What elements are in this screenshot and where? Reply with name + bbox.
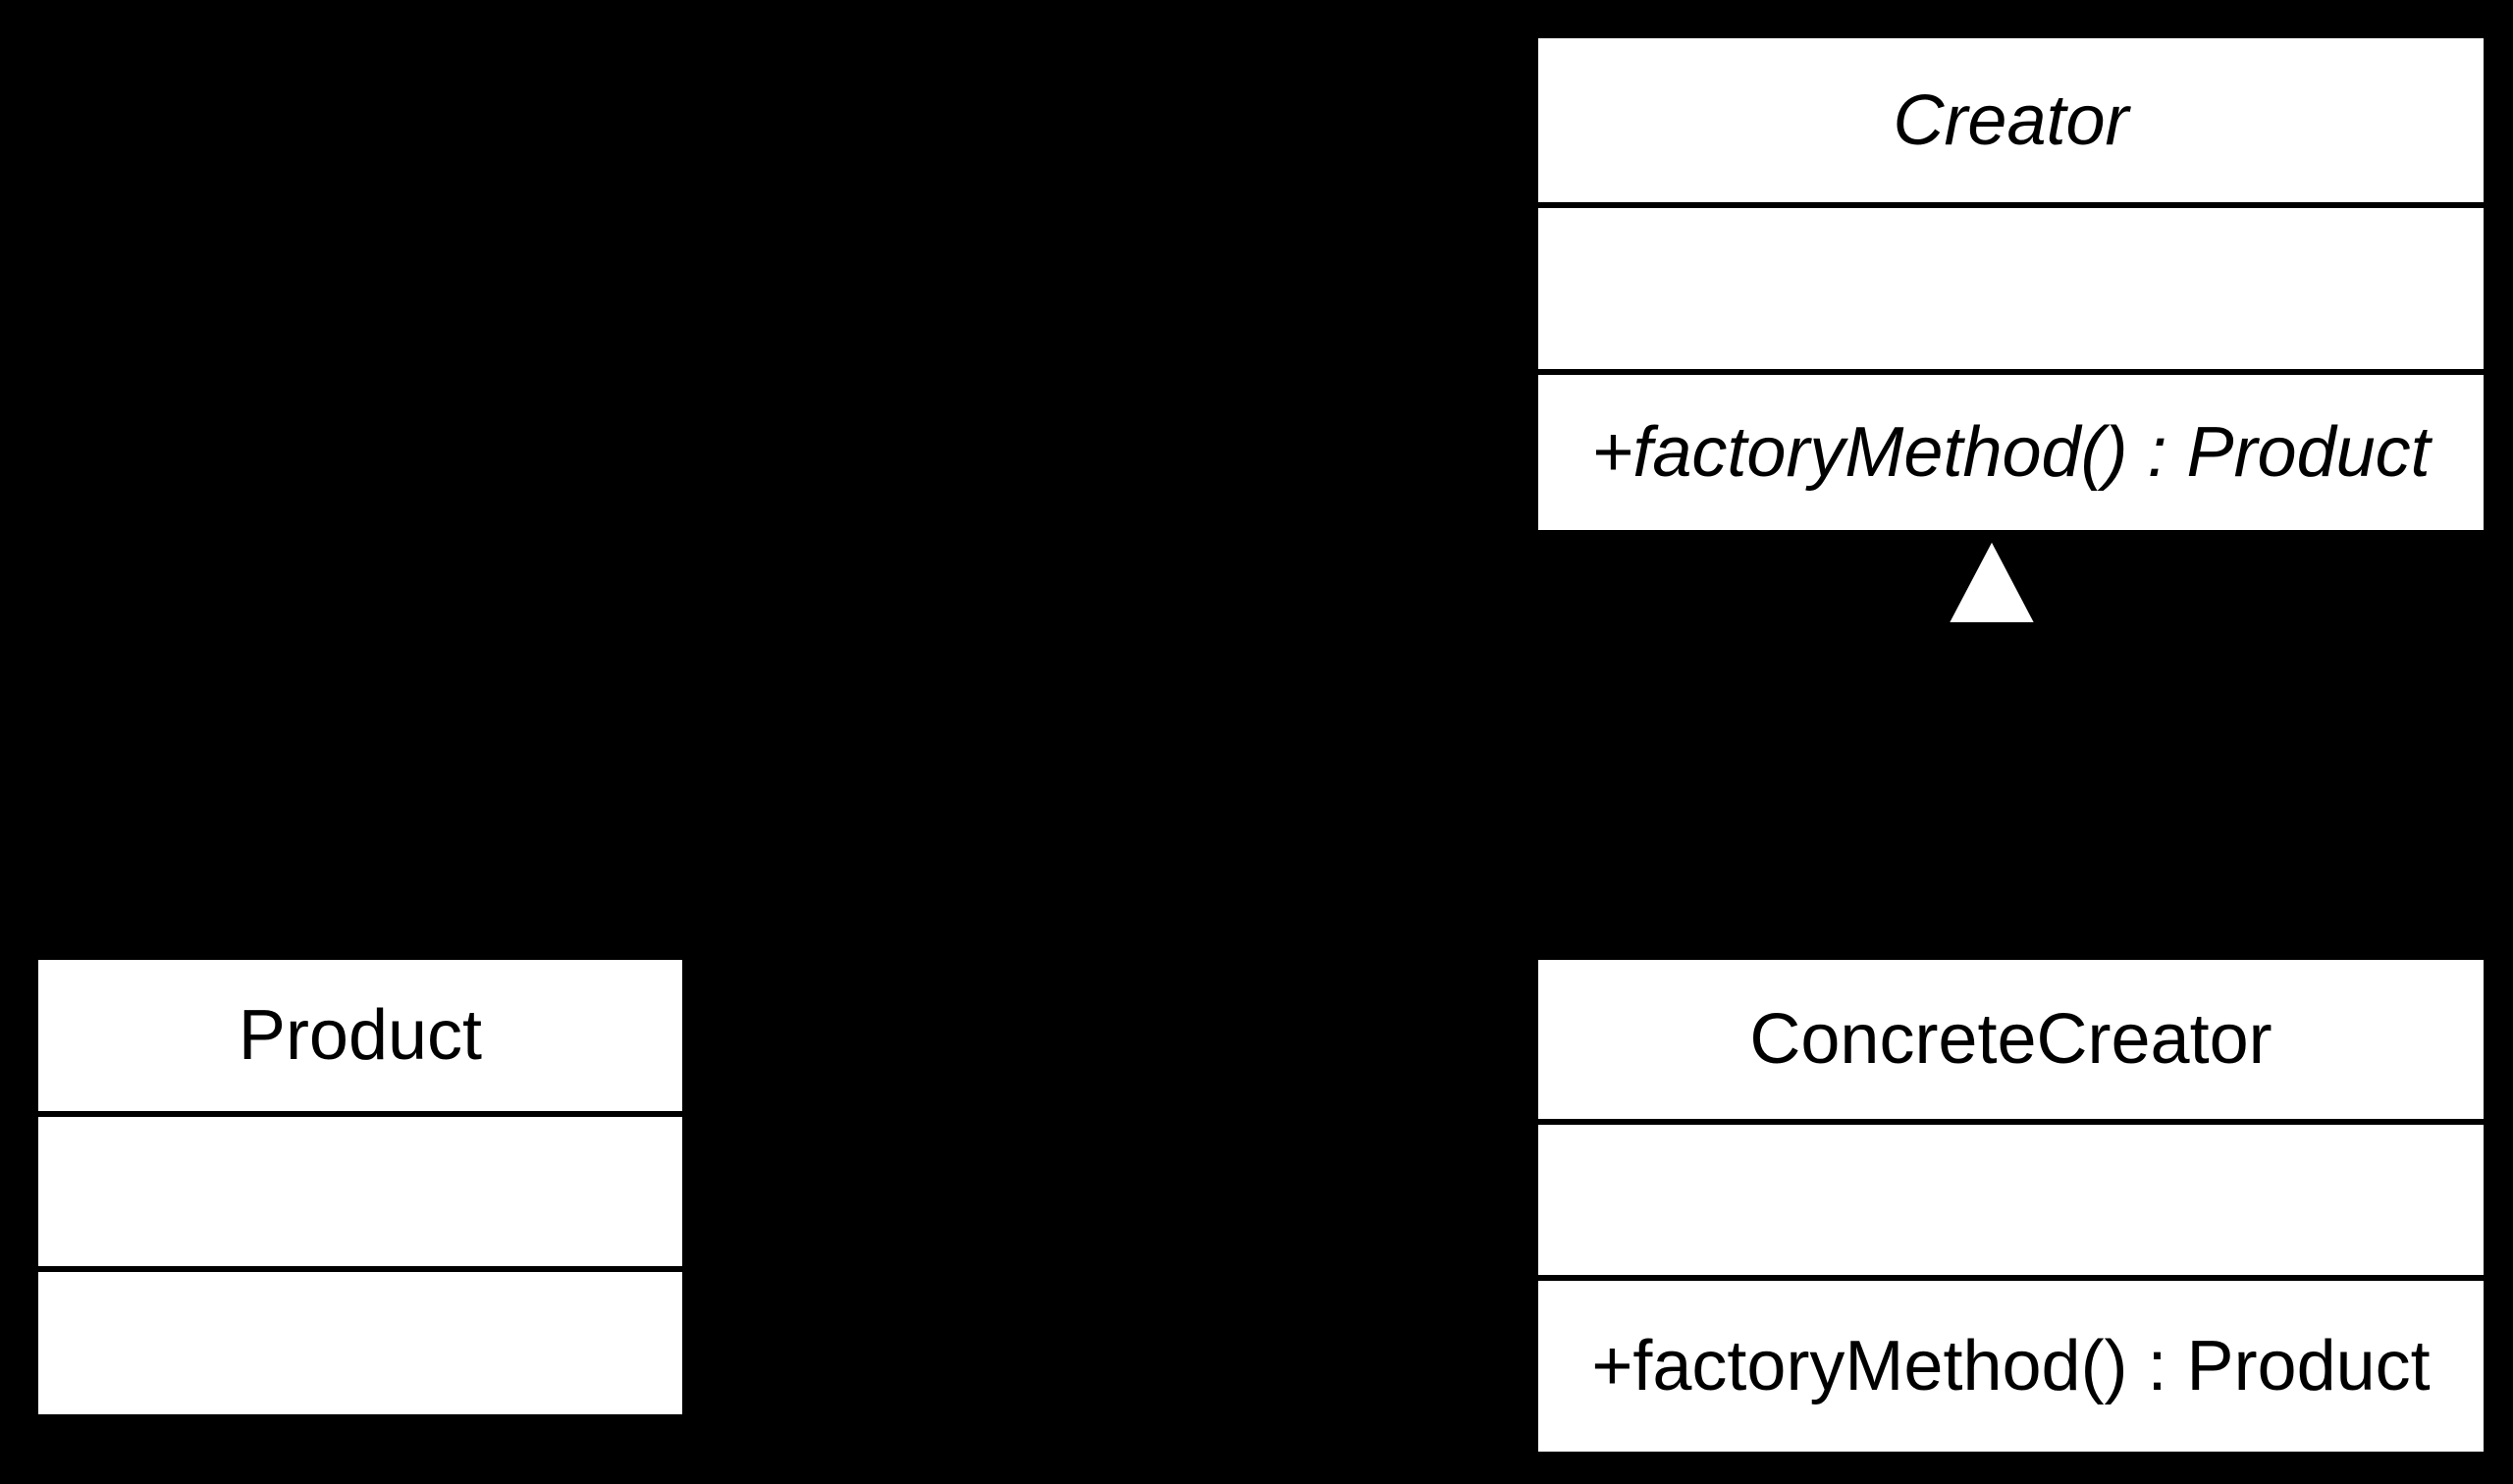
- hollow-triangle-icon: [1950, 542, 2034, 622]
- concrete-creator-method-factorymethod: +factoryMethod() : Product: [1591, 1327, 2431, 1405]
- creator-name-compartment: Creator: [1538, 38, 2484, 202]
- uml-class-creator[interactable]: Creator +factoryMethod() : Product: [1535, 35, 2486, 533]
- concrete-creator-methods-compartment: +factoryMethod() : Product: [1538, 1275, 2484, 1452]
- product-class-name: Product: [238, 996, 483, 1075]
- creator-method-factorymethod: +factoryMethod() : Product: [1591, 413, 2431, 492]
- creator-attributes-compartment: [1538, 202, 2484, 369]
- generalization-arrowhead-to-creator: [1950, 542, 2034, 623]
- product-attributes-compartment: [38, 1111, 682, 1266]
- concrete-creator-attributes-compartment: [1538, 1119, 2484, 1275]
- uml-class-concrete-creator[interactable]: ConcreteCreator +factoryMethod() : Produ…: [1535, 957, 2486, 1455]
- concrete-creator-class-name: ConcreteCreator: [1749, 1000, 2272, 1079]
- uml-class-product[interactable]: Product: [35, 957, 685, 1417]
- concrete-creator-name-compartment: ConcreteCreator: [1538, 960, 2484, 1119]
- product-methods-compartment: [38, 1266, 682, 1414]
- creator-class-name: Creator: [1893, 80, 2129, 160]
- product-name-compartment: Product: [38, 960, 682, 1111]
- creator-methods-compartment: +factoryMethod() : Product: [1538, 369, 2484, 530]
